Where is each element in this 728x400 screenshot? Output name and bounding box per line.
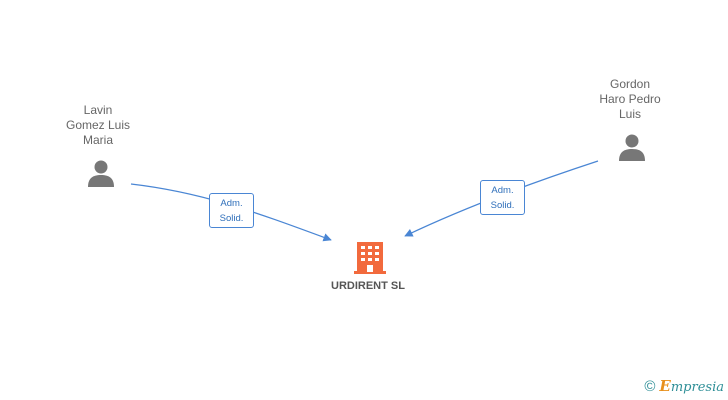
footer-brand: © Empresia bbox=[644, 377, 724, 395]
copyright-symbol: © bbox=[644, 377, 656, 395]
person-name-line: Lavin bbox=[83, 103, 113, 117]
person-name-line: Luis bbox=[618, 107, 641, 121]
person-name-gordon[interactable]: Gordon Haro Pedro Luis bbox=[570, 77, 690, 122]
person-name-lavin[interactable]: Lavin Gomez Luis Maria bbox=[38, 103, 158, 148]
company-name[interactable]: URDIRENT SL bbox=[331, 280, 405, 292]
brand-initial: E bbox=[659, 377, 671, 395]
role-line: Adm. bbox=[220, 198, 243, 209]
role-badge-lavin[interactable]: Adm. Solid. bbox=[209, 193, 254, 228]
person-name-line: Gomez Luis bbox=[65, 118, 131, 132]
person-name-line: Haro Pedro bbox=[599, 92, 661, 106]
role-line: Adm. bbox=[491, 185, 514, 196]
role-badge-gordon[interactable]: Adm. Solid. bbox=[480, 180, 525, 215]
person-name-line: Maria bbox=[82, 133, 113, 147]
role-line: Solid. bbox=[219, 213, 244, 224]
brand-rest: mpresia bbox=[670, 380, 724, 395]
person-icon[interactable] bbox=[86, 158, 116, 188]
role-line: Solid. bbox=[490, 200, 515, 211]
building-icon[interactable] bbox=[353, 240, 387, 276]
person-name-line: Gordon bbox=[609, 77, 651, 91]
person-icon[interactable] bbox=[617, 132, 647, 162]
brand-logo: Empresia bbox=[659, 377, 724, 395]
